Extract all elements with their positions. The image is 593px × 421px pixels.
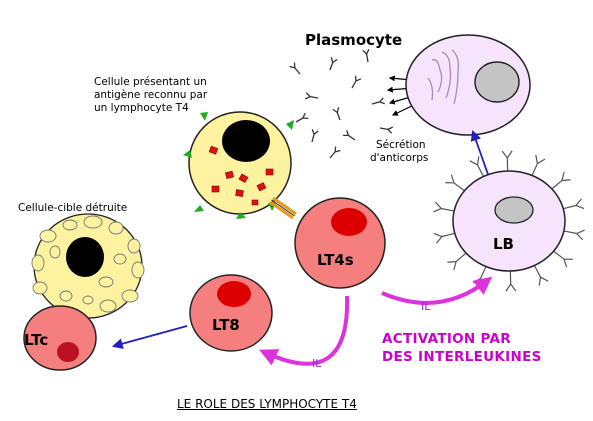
ltc-cell: LTc (23, 305, 97, 371)
receptor-icon (433, 232, 455, 244)
lt4s-cell: LT4s (294, 197, 386, 289)
apc-lt4s-contact (269, 196, 297, 220)
activation-line-1: ACTIVATION PAR (382, 331, 511, 347)
il-label-lt8: IL (312, 357, 322, 370)
antibody-icon (295, 112, 309, 123)
antibody-icon (304, 92, 319, 100)
plasmocyte-cell (405, 34, 531, 136)
antibody-icon (332, 107, 341, 121)
apc-line-2: antigène reconnu par (94, 89, 208, 101)
receptor-icon (533, 265, 549, 286)
secretion-label: Sécrétion d'anticorps (370, 139, 428, 165)
antibody-icon (311, 129, 319, 143)
antibody-icon (329, 57, 338, 71)
plasmocyte-label: Plasmocyte (305, 31, 403, 49)
apc-line-1: Cellule présentant un (94, 76, 207, 88)
differentiation-arrow (470, 129, 491, 181)
receptor-icon (553, 250, 573, 268)
antibody-icon (289, 62, 301, 75)
receptor-icon (505, 270, 517, 292)
lt4s-label: LT4s (317, 251, 354, 269)
receptor-icon (551, 171, 571, 190)
lt8-label: LT8 (212, 316, 240, 334)
ltc-label: LTc (24, 331, 48, 349)
lt8-to-ltc-arrow (111, 325, 188, 349)
antibodies (289, 48, 394, 159)
il-arrow-to-lt8 (259, 295, 350, 366)
diagram-footer: LE ROLE DES LYMPHOCYTE T4 (177, 397, 357, 411)
apc-description: Cellule présentant un antigène reconnu p… (94, 76, 207, 115)
antibody-icon (343, 130, 356, 141)
receptor-icon (531, 154, 546, 176)
activation-label: ACTIVATION PAR DES INTERLEUKINES (382, 330, 542, 366)
secretion-line-2: d'anticorps (370, 152, 429, 164)
apc-cell (183, 111, 294, 219)
activation-line-2: DES INTERLEUKINES (382, 349, 542, 365)
receptor-icon (469, 156, 485, 177)
il-arrow-to-lb (381, 276, 493, 305)
lb-cell: LB (433, 150, 585, 292)
receptor-icon (563, 198, 585, 210)
receptor-icon (445, 174, 465, 192)
lb-label: LB (493, 235, 514, 253)
receptor-icon (447, 252, 467, 271)
target-cell-label: Cellule-cible détruite (18, 202, 128, 214)
lt8-cell: LT8 (189, 274, 273, 352)
il-label-lb: IL (421, 300, 431, 313)
antibody-icon (379, 126, 394, 134)
secretion-line-1: Sécrétion (376, 139, 426, 151)
antibody-icon (329, 146, 341, 159)
apc-line-3: un lymphocyte T4 (94, 102, 189, 114)
antibody-icon (362, 48, 370, 63)
receptor-icon (563, 229, 585, 241)
antibody-icon (351, 75, 362, 89)
target-cell (31, 213, 145, 319)
antibody-icon (371, 97, 385, 105)
receptor-icon (501, 150, 513, 172)
receptor-icon (433, 201, 455, 213)
